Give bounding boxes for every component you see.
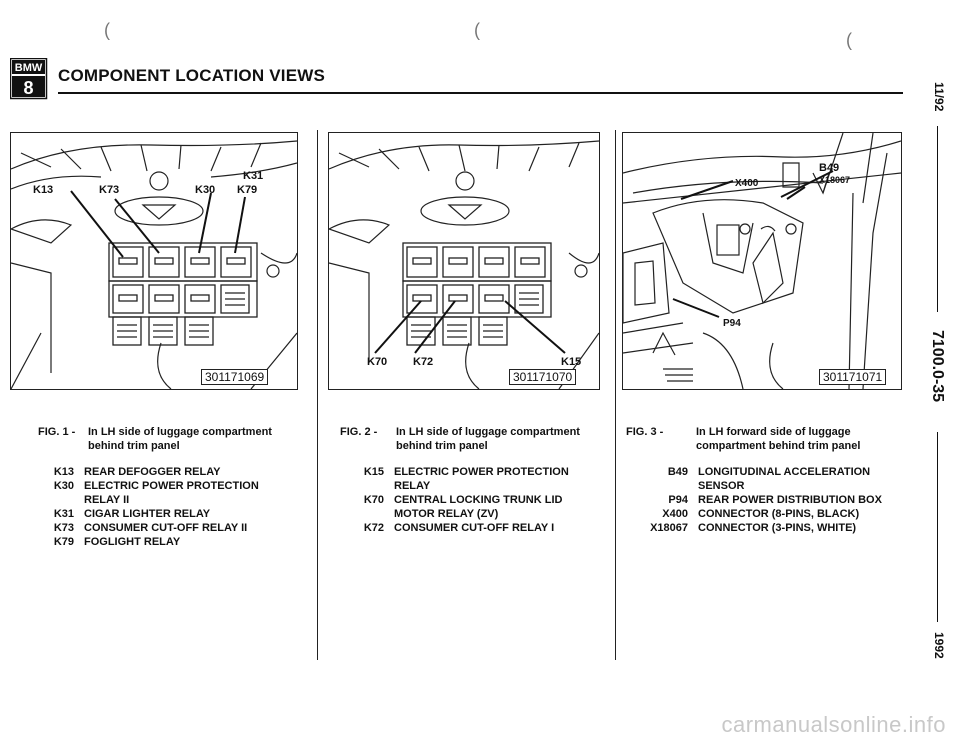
- component-description: ELECTRIC POWER PROTECTION: [394, 466, 569, 478]
- component-code: [340, 507, 384, 521]
- callout-k31: K31: [243, 170, 264, 182]
- logo-top-text: BMW: [15, 62, 43, 74]
- fig-label: FIG. 1 -: [38, 426, 76, 438]
- fig-label: FIG. 2 -: [340, 426, 378, 438]
- callout-k30: K30: [195, 184, 216, 196]
- list-item: K70 CENTRAL LOCKING TRUNK LID: [340, 493, 610, 507]
- component-code: K31: [53, 508, 74, 520]
- figure-1-caption: FIG. 1 - In LH side of luggage compartme…: [38, 425, 308, 549]
- callout-k72: K72: [413, 356, 434, 368]
- figure-2-caption: FIG. 2 - In LH side of luggage compartme…: [340, 425, 610, 535]
- component-description: REAR DEFOGGER RELAY: [84, 466, 221, 478]
- component-code: K70: [363, 494, 384, 506]
- figure-3-caption: FIG. 3 - In LH forward side of luggage c…: [626, 425, 906, 535]
- callout-k73: K73: [99, 184, 120, 196]
- side-year: 1992: [932, 632, 946, 659]
- list-item: K30 ELECTRIC POWER PROTECTION: [38, 479, 308, 493]
- component-description: CONNECTOR (8-PINS, BLACK): [698, 508, 860, 520]
- list-item: X400 CONNECTOR (8-PINS, BLACK): [626, 507, 906, 521]
- fig-desc-line1: In LH side of luggage compartment: [396, 426, 580, 438]
- component-code: K15: [363, 466, 384, 478]
- component-description: CENTRAL LOCKING TRUNK LID: [394, 494, 563, 506]
- component-code: X18067: [650, 522, 688, 534]
- component-description: CONSUMER CUT-OFF RELAY II: [84, 522, 248, 534]
- component-list: K13 REAR DEFOGGER RELAY K30 ELECTRIC POWER …: [38, 465, 308, 549]
- callout-k13: K13: [33, 184, 54, 196]
- component-description: CONSUMER CUT-OFF RELAY I: [394, 522, 555, 534]
- list-item: P94 REAR POWER DISTRIBUTION BOX: [626, 493, 906, 507]
- component-list: K15 ELECTRIC POWER PROTECTION RELAY K70 CENT…: [340, 465, 610, 535]
- callout-k15: K15: [561, 356, 582, 368]
- figure-1-illustration: K13 K73 K30 K31 K79 301171069: [10, 132, 298, 390]
- list-item: K13 REAR DEFOGGER RELAY: [38, 465, 308, 479]
- bmw-logo: BMW 8: [9, 57, 50, 102]
- component-description: MOTOR RELAY (ZV): [394, 508, 499, 520]
- component-description: LONGITUDINAL ACCELERATION: [698, 466, 871, 478]
- component-description: RELAY II: [84, 494, 130, 506]
- fig-label: FIG. 3 -: [626, 426, 664, 438]
- list-item: K15 ELECTRIC POWER PROTECTION: [340, 465, 610, 479]
- component-code: B49: [667, 466, 688, 478]
- list-item: RELAY: [340, 479, 610, 493]
- list-item: K31 CIGAR LIGHTER RELAY: [38, 507, 308, 521]
- logo-bottom-text: 8: [23, 78, 33, 98]
- callout-b49: B49: [819, 162, 840, 174]
- list-item: K73 CONSUMER CUT-OFF RELAY II: [38, 521, 308, 535]
- component-code: K30: [53, 480, 74, 492]
- list-item: MOTOR RELAY (ZV): [340, 507, 610, 521]
- component-code: P94: [668, 494, 688, 506]
- list-item: B49 LONGITUDINAL ACCELERATION: [626, 465, 906, 479]
- figure-3-illustration: B49 X18067 X400 P94 301171071: [622, 132, 902, 390]
- component-code: X400: [662, 508, 688, 520]
- fig-desc-line1: In LH forward side of luggage: [696, 426, 851, 438]
- component-code: K72: [363, 522, 384, 534]
- figure-2-illustration: K70 K72 K15 301171070: [328, 132, 600, 390]
- side-rule: [937, 432, 938, 622]
- part-number: 301171071: [819, 369, 887, 385]
- page-title: COMPONENT LOCATION VIEWS: [58, 66, 326, 85]
- component-code: K13: [53, 466, 74, 478]
- watermark-text: carmanualsonline.info: [721, 712, 946, 737]
- scan-mark: (: [846, 30, 852, 50]
- component-description: CONNECTOR (3-PINS, WHITE): [698, 522, 857, 534]
- list-item: X18067 CONNECTOR (3-PINS, WHITE): [626, 521, 906, 535]
- callout-k70: K70: [367, 356, 388, 368]
- fig-desc-line2: behind trim panel: [396, 440, 488, 452]
- column-divider: [615, 130, 616, 660]
- scan-mark: (: [104, 20, 110, 40]
- component-description: SENSOR: [698, 480, 745, 492]
- fig-desc-line1: In LH side of luggage compartment: [88, 426, 272, 438]
- component-description: CIGAR LIGHTER RELAY: [84, 508, 211, 520]
- fig-desc-line2: compartment behind trim panel: [696, 440, 861, 452]
- component-code: [38, 493, 74, 507]
- part-number: 301171069: [201, 369, 269, 385]
- part-number: 301171070: [509, 369, 577, 385]
- side-section-number: 7100.0-35: [929, 330, 946, 403]
- component-code: [626, 479, 688, 493]
- column-divider: [317, 130, 318, 660]
- component-description: REAR POWER DISTRIBUTION BOX: [698, 494, 882, 506]
- list-item: K79 FOGLIGHT RELAY: [38, 535, 308, 549]
- component-code: [340, 479, 384, 493]
- callout-k79: K79: [237, 184, 258, 196]
- component-description: FOGLIGHT RELAY: [84, 536, 181, 548]
- side-date: 11/92: [932, 82, 946, 112]
- callout-p94: P94: [723, 318, 741, 329]
- callout-x400: X400: [735, 178, 759, 189]
- list-item: SENSOR: [626, 479, 906, 493]
- title-rule: [58, 92, 903, 94]
- component-code: K79: [53, 536, 74, 548]
- component-code: K73: [53, 522, 74, 534]
- callout-x18067: X18067: [819, 175, 851, 185]
- scan-mark: (: [474, 20, 480, 40]
- component-description: RELAY: [394, 480, 431, 492]
- component-list: B49 LONGITUDINAL ACCELERATION SENSOR P94 REA…: [626, 465, 906, 535]
- fig-desc-line2: behind trim panel: [88, 440, 180, 452]
- list-item: RELAY II: [38, 493, 308, 507]
- list-item: K72 CONSUMER CUT-OFF RELAY I: [340, 521, 610, 535]
- component-description: ELECTRIC POWER PROTECTION: [84, 480, 259, 492]
- side-rule: [937, 126, 938, 312]
